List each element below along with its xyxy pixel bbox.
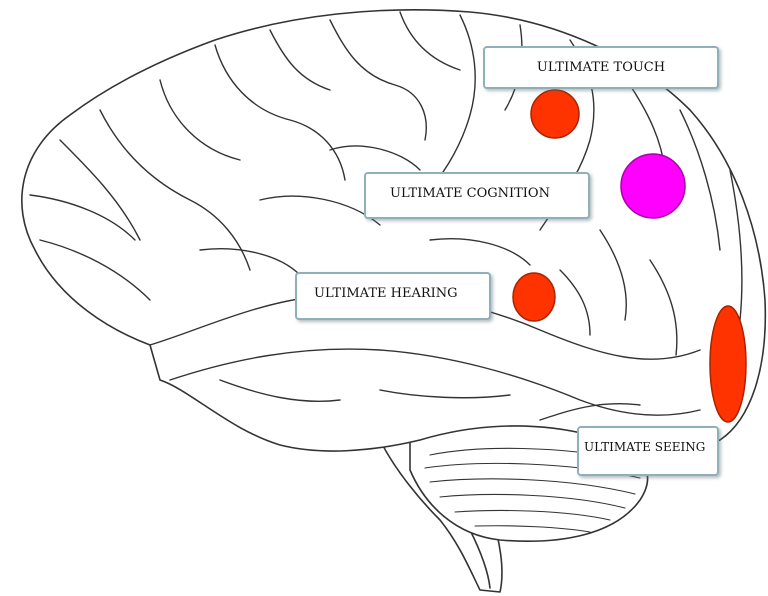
ultimate-cognition-text: ULTIMATE COGNITION	[390, 186, 550, 201]
ultimate-seeing-label: ULTIMATE SEEING	[577, 426, 719, 476]
cognition-marker	[620, 153, 686, 219]
seeing-marker	[709, 305, 747, 423]
ultimate-seeing-text: ULTIMATE SEEING	[584, 440, 706, 454]
brainstem-inner	[469, 529, 491, 589]
ultimate-touch-text: ULTIMATE TOUCH	[536, 60, 666, 75]
ultimate-hearing-text: ULTIMATE HEARING	[314, 286, 458, 301]
ultimate-cognition-label: ULTIMATE COGNITION	[364, 172, 590, 219]
hearing-marker	[512, 272, 556, 322]
ultimate-hearing-label: ULTIMATE HEARING	[295, 272, 491, 320]
touch-marker	[530, 89, 580, 139]
brainstem	[379, 439, 503, 593]
ultimate-touch-label: ULTIMATE TOUCH	[483, 46, 719, 89]
cerebrum-outline	[21, 9, 767, 452]
